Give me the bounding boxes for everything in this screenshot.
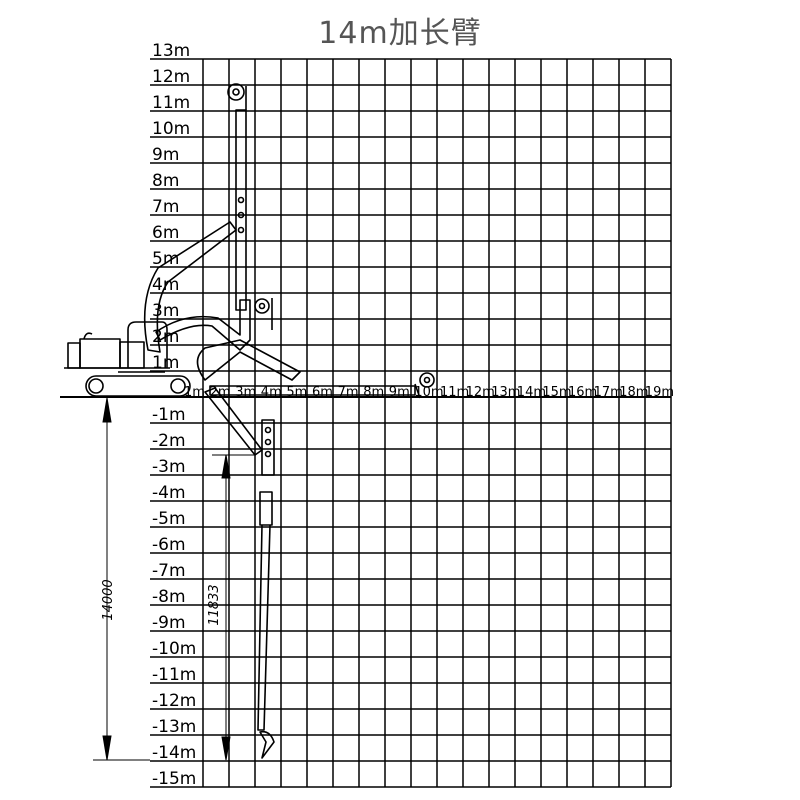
y-axis-label: -1m bbox=[152, 405, 186, 425]
y-axis-label: 12m bbox=[152, 67, 190, 87]
x-axis-label: 6m bbox=[312, 385, 333, 400]
y-axis-label: -4m bbox=[152, 483, 186, 503]
x-axis-label: 18m bbox=[619, 385, 648, 400]
boom-pose-vertical-up bbox=[143, 83, 247, 353]
y-axis-label: 3m bbox=[152, 301, 179, 321]
x-axis-label: 19m bbox=[645, 385, 674, 400]
x-axis-label: 12m bbox=[466, 385, 495, 400]
x-axis-label: 15m bbox=[542, 385, 571, 400]
y-axis-label: 11m bbox=[152, 93, 190, 113]
x-axis-label: 13m bbox=[491, 385, 520, 400]
dimension-11833-label: 11833 bbox=[207, 584, 222, 625]
x-axis-label: 4m bbox=[261, 385, 282, 400]
x-axis-label: 9m bbox=[389, 385, 410, 400]
y-axis-label: -13m bbox=[152, 717, 196, 737]
y-axis-label: -11m bbox=[152, 665, 196, 685]
y-axis-label: 1m bbox=[152, 353, 179, 373]
x-axis-label: 11m bbox=[440, 385, 469, 400]
x-axis-label: 7m bbox=[338, 385, 359, 400]
grid bbox=[60, 58, 672, 788]
y-axis-label: 5m bbox=[152, 249, 179, 269]
boom-pose-vertical-down bbox=[204, 387, 275, 759]
excavator-drawing bbox=[64, 83, 435, 759]
x-axis-label: 3m bbox=[235, 385, 256, 400]
y-axis-label: 8m bbox=[152, 171, 179, 191]
y-axis-label: -7m bbox=[152, 561, 186, 581]
x-axis-label: 10m bbox=[414, 385, 443, 400]
y-axis-label: -10m bbox=[152, 639, 196, 659]
dimension-14000 bbox=[93, 397, 150, 761]
undercarriage bbox=[85, 371, 191, 397]
y-axis-label: -8m bbox=[152, 587, 186, 607]
x-axis-label: 16m bbox=[568, 385, 597, 400]
diagram-title: 14m加长臂 bbox=[318, 16, 482, 51]
x-axis-label: 14m bbox=[517, 385, 546, 400]
upper-structure bbox=[64, 321, 170, 369]
y-axis-label: 13m bbox=[152, 41, 190, 61]
y-axis-label: -14m bbox=[152, 743, 196, 763]
x-axis-label: 17m bbox=[594, 385, 623, 400]
y-axis-label: -3m bbox=[152, 457, 186, 477]
boom-pose-horizontal bbox=[209, 372, 435, 399]
y-axis-labels: 13m12m11m10m9m8m7m6m5m4m3m2m1m-1m-2m-3m-… bbox=[152, 41, 196, 789]
x-axis-label: 2m bbox=[210, 385, 231, 400]
y-axis-label: 6m bbox=[152, 223, 179, 243]
y-axis-label: -5m bbox=[152, 509, 186, 529]
y-axis-label: -15m bbox=[152, 769, 196, 789]
y-axis-label: -9m bbox=[152, 613, 186, 633]
y-axis-label: -2m bbox=[152, 431, 186, 451]
dimension-14000-label: 14000 bbox=[101, 579, 116, 620]
y-axis-label: 9m bbox=[152, 145, 179, 165]
y-axis-label: 7m bbox=[152, 197, 179, 217]
y-axis-label: 10m bbox=[152, 119, 190, 139]
x-axis-label: 8m bbox=[363, 385, 384, 400]
boom-pose-mid bbox=[155, 298, 301, 381]
x-axis-label: 5m bbox=[286, 385, 307, 400]
y-axis-label: -6m bbox=[152, 535, 186, 555]
y-axis-label: -12m bbox=[152, 691, 196, 711]
dimension-11833 bbox=[212, 454, 255, 761]
